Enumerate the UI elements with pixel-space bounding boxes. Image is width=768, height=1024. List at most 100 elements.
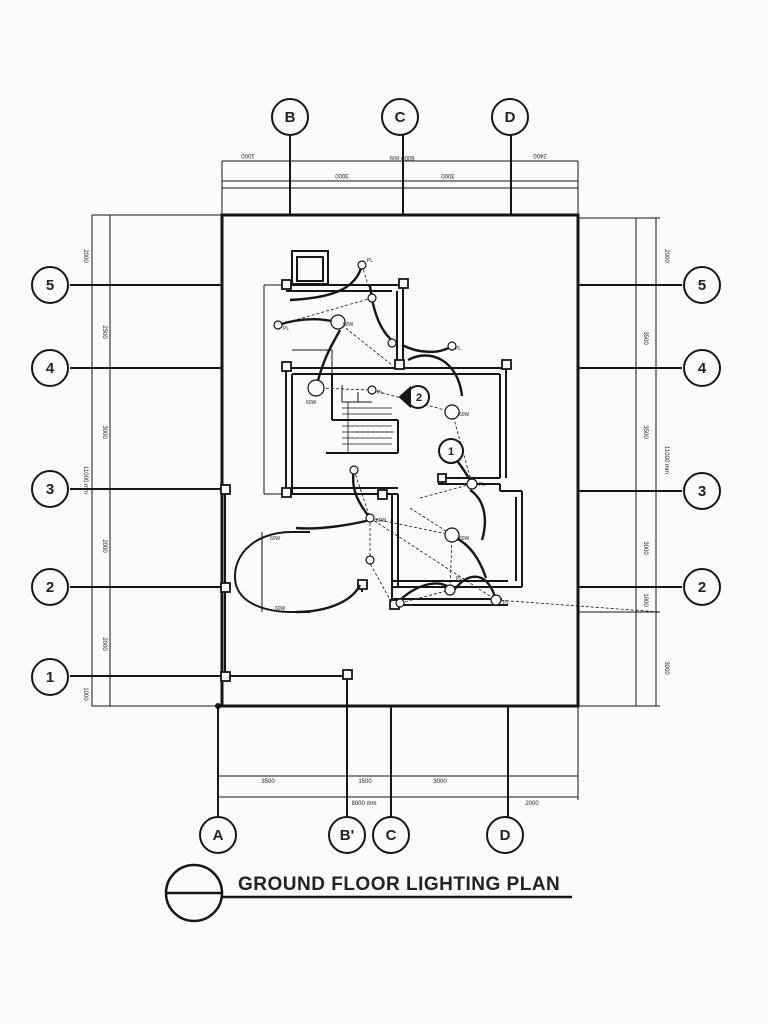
- curved-bay: [234, 531, 310, 613]
- fixture-label: PL: [283, 326, 289, 332]
- site-boundary: [220, 213, 580, 708]
- bottom-dimension-frame: [218, 706, 579, 800]
- fixture-label: PL: [456, 576, 462, 582]
- dim-top-1: 1000: [241, 152, 255, 158]
- pin-light: [273, 320, 283, 330]
- fixture-label: 60W: [459, 412, 470, 418]
- grid-label-B-prime: B': [340, 827, 354, 844]
- grid-label-3: 3: [46, 481, 54, 498]
- grid-label-C-bottom: C: [386, 827, 397, 844]
- pin-light: [444, 584, 456, 596]
- dim-right-7: 3000: [663, 661, 669, 675]
- ceiling-light: [444, 527, 460, 543]
- grid-labels-right: 5 4 3 2: [698, 277, 707, 596]
- fixture-labels: PL PL PL PL PL PL PL 60W 60W 60W 60W 60W…: [270, 258, 509, 612]
- top-dimension-frame: [221, 160, 579, 215]
- dim-right-3: 3500: [642, 425, 648, 439]
- dim-top-3: 2400: [533, 152, 547, 158]
- fixture-label: PL: [367, 258, 373, 264]
- pin-light: [490, 594, 502, 606]
- drawing-title: GROUND FLOOR LIGHTING PLAN: [238, 874, 560, 895]
- grid-labels-left: 5 4 3 2 1: [46, 277, 55, 686]
- fixture-label: 60W: [376, 518, 387, 524]
- grid-label-1: 1: [46, 669, 54, 686]
- pin-light: [387, 338, 397, 348]
- grid-label-B: B: [285, 109, 296, 126]
- room-mark-labels: 2 1: [416, 392, 454, 458]
- pin-light: [349, 465, 359, 475]
- pin-light: [357, 260, 367, 270]
- fixture-label: 60W: [306, 400, 317, 406]
- title-block: [164, 863, 572, 923]
- grid-label-D: D: [505, 109, 516, 126]
- pin-light: [367, 293, 377, 303]
- stair-treads: [342, 402, 392, 453]
- dim-right-2: 3500: [642, 331, 648, 345]
- corner-datum-dot: [215, 703, 221, 709]
- pin-light: [395, 598, 405, 608]
- fixture-label: 60W: [270, 536, 281, 542]
- dimensions-right: 2000 3500 3500 11000 mm 3000 1000 3000: [642, 249, 669, 675]
- left-dimension-frame: [91, 214, 222, 707]
- dim-right-5: 3000: [642, 541, 648, 555]
- grid-labels-top: B C D: [285, 109, 516, 126]
- pin-light: [367, 385, 377, 395]
- dim-bottom-1: 3500: [261, 779, 275, 785]
- grid-labels-bottom: A B' C D: [213, 827, 511, 844]
- grid-label-2-right: 2: [698, 579, 706, 596]
- ceiling-light: [330, 314, 346, 330]
- building-walls: [224, 250, 523, 677]
- grid-bubbles: [31, 98, 721, 854]
- fixture-label: 60W: [459, 536, 470, 542]
- grid-label-3-right: 3: [698, 483, 706, 500]
- ceiling-light: [307, 379, 325, 397]
- switch-legs: [277, 264, 498, 614]
- fixture-label: PL: [503, 600, 509, 606]
- fixture-label: PL: [455, 346, 461, 352]
- dim-left-7: 1000: [82, 687, 88, 701]
- dim-top-5: 3000: [441, 172, 455, 178]
- fixture-label: 60W: [343, 322, 354, 328]
- room-mark-2: 2: [416, 392, 422, 404]
- room-marks: [398, 385, 464, 464]
- dim-left-6: 2000: [101, 637, 107, 651]
- dim-right-6: 1000: [642, 593, 648, 607]
- dim-right-1: 2000: [663, 249, 669, 263]
- dim-left-3: 3000: [101, 425, 107, 439]
- grid-label-4: 4: [46, 360, 55, 377]
- dimensions-bottom: 3500 1500 3000 8000 mm 2000: [261, 779, 539, 807]
- dim-bottom-3: 3000: [433, 779, 447, 785]
- grid-label-D-bottom: D: [500, 827, 511, 844]
- dim-left-1: 2000: [82, 249, 88, 263]
- room-mark-1: 1: [448, 446, 454, 458]
- grid-label-5-right: 5: [698, 277, 706, 294]
- grid-label-C: C: [395, 109, 406, 126]
- light-fixtures: [273, 260, 502, 608]
- pin-light: [447, 341, 457, 351]
- fixture-label: PL: [479, 482, 485, 488]
- dimensions-left: 2000 2500 3000 11000 mm 2000 2000 1000: [82, 249, 107, 701]
- dim-top-2: 6000 mm: [389, 154, 414, 160]
- dimensions-top: 1000 6000 mm 2400 3000 3000: [241, 152, 547, 178]
- ceiling-light: [444, 404, 460, 420]
- grid-label-A: A: [213, 827, 224, 844]
- pin-light: [365, 513, 375, 523]
- fixture-label: PL: [377, 390, 383, 396]
- dim-top-4: 3000: [335, 172, 349, 178]
- dim-bottom-5: 2000: [525, 801, 539, 807]
- dim-left-5: 2000: [101, 539, 107, 553]
- pin-light: [365, 555, 375, 565]
- right-dimension-frame: [578, 217, 660, 707]
- dim-bottom-4: 8000 mm: [351, 801, 376, 807]
- pin-light: [466, 478, 478, 490]
- dim-bottom-2: 1500: [358, 779, 372, 785]
- grid-label-5: 5: [46, 277, 54, 294]
- fixture-label: 60W: [275, 606, 286, 612]
- grid-label-2: 2: [46, 579, 54, 596]
- grid-lines: [70, 133, 682, 820]
- dim-left-2: 2500: [101, 325, 107, 339]
- column-squares: [220, 278, 512, 682]
- dim-right-4: 11000 mm: [663, 446, 669, 474]
- grid-label-4-right: 4: [698, 360, 707, 377]
